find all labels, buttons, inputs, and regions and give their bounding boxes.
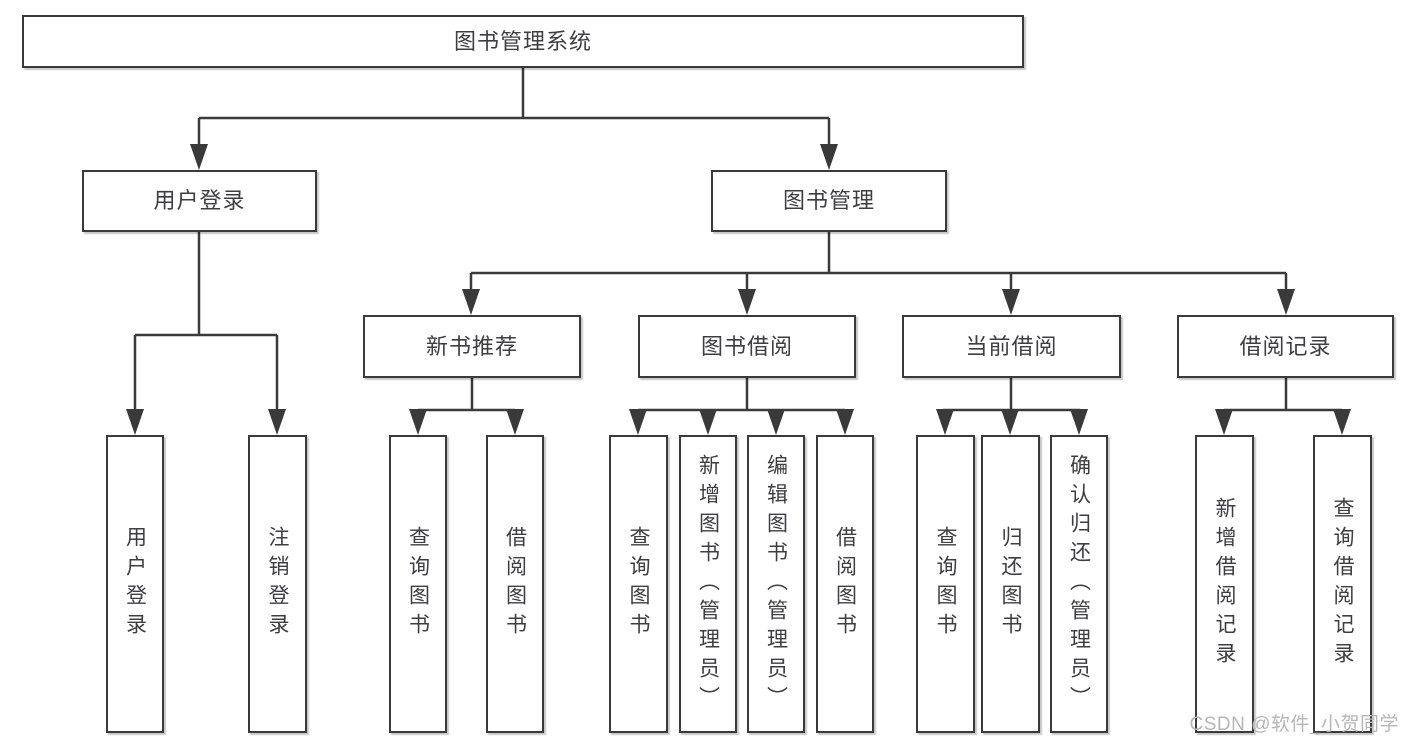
node-label: 查询图书 xyxy=(406,526,430,642)
arrowhead-icon xyxy=(767,409,785,435)
arrowhead-icon xyxy=(1277,289,1295,315)
node-label: 查询借阅记录 xyxy=(1331,497,1354,671)
arrowhead-icons xyxy=(126,144,1351,435)
arrowhead-icon xyxy=(820,144,838,170)
node-label: 图书管理系统 xyxy=(453,28,592,54)
leaf-bb-query-books: 查询图书 xyxy=(609,435,668,733)
leaf-nbr-query-books: 查询图书 xyxy=(389,435,447,733)
leaf-user-login: 用户登录 xyxy=(106,435,164,733)
node-label: 当前借阅 xyxy=(965,333,1058,359)
leaf-nbr-borrow-books: 借阅图书 xyxy=(486,435,544,733)
connector-book-borrow-branch xyxy=(638,378,845,412)
arrowhead-icon xyxy=(699,409,717,435)
arrowhead-icon xyxy=(1333,409,1351,435)
node-label: 用户登录 xyxy=(123,526,147,642)
arrowhead-icon xyxy=(738,289,756,315)
arrowhead-icon xyxy=(1070,409,1088,435)
leaf-bb-borrow-books: 借阅图书 xyxy=(816,435,874,733)
leaf-bb-edit-books-admin: 编辑图书（管理员） xyxy=(747,435,805,733)
leaf-br-query-record: 查询借阅记录 xyxy=(1313,435,1372,733)
leaf-cb-return-books: 归还图书 xyxy=(981,435,1040,733)
node-label: 借阅图书 xyxy=(833,526,857,642)
leaf-br-add-record: 新增借阅记录 xyxy=(1195,435,1254,733)
node-label: 新书推荐 xyxy=(425,333,518,359)
arrowhead-icon xyxy=(1001,409,1019,435)
connector-borrow-records-branch xyxy=(1224,378,1342,412)
arrowhead-icon xyxy=(506,409,524,435)
arrowhead-icon xyxy=(1215,409,1233,435)
arrowhead-icon xyxy=(190,144,208,170)
connector-user-login-branch xyxy=(133,232,279,411)
connector-new-book-branch xyxy=(418,378,515,412)
arrowhead-icon xyxy=(629,409,647,435)
node-book-management: 图书管理 xyxy=(711,170,947,232)
node-current-borrowing: 当前借阅 xyxy=(902,315,1121,378)
connector-current-borrow-branch xyxy=(943,378,1080,412)
arrowhead-icon xyxy=(462,289,480,315)
arrowhead-icon xyxy=(836,409,854,435)
arrowhead-icon xyxy=(936,409,954,435)
node-label: 图书借阅 xyxy=(700,333,793,359)
node-label: 编辑图书（管理员） xyxy=(764,453,788,715)
node-label: 借阅记录 xyxy=(1239,333,1332,359)
node-label: 查询图书 xyxy=(934,526,957,642)
node-label: 新增图书（管理员） xyxy=(696,453,720,715)
arrowhead-icon xyxy=(409,409,427,435)
node-label: 新增借阅记录 xyxy=(1213,497,1236,671)
node-label: 确认归还（管理员） xyxy=(1067,453,1091,715)
connector-book-management-branch xyxy=(469,232,1288,290)
node-label: 图书管理 xyxy=(782,188,875,213)
node-label: 借阅图书 xyxy=(503,526,527,642)
node-label: 查询图书 xyxy=(627,526,650,642)
node-borrowing-records: 借阅记录 xyxy=(1177,315,1394,378)
leaf-cb-query-books: 查询图书 xyxy=(916,435,975,733)
node-label: 注销登录 xyxy=(266,526,289,642)
node-label: 用户登录 xyxy=(153,188,246,213)
node-library-system: 图书管理系统 xyxy=(22,15,1024,68)
node-user-login: 用户登录 xyxy=(82,170,317,232)
leaf-cb-confirm-return-admin: 确认归还（管理员） xyxy=(1050,435,1108,733)
arrowhead-icon xyxy=(126,409,144,435)
connector-root-to-level2 xyxy=(197,68,831,144)
node-book-borrowing: 图书借阅 xyxy=(638,315,856,378)
csdn-watermark: CSDN @软件_小贺同学 xyxy=(1189,714,1399,735)
arrowhead-icon xyxy=(268,409,286,435)
node-label: 归还图书 xyxy=(999,526,1022,642)
arrowhead-icon xyxy=(1002,289,1020,315)
leaf-logout: 注销登录 xyxy=(248,435,307,733)
node-new-book-recommend: 新书推荐 xyxy=(363,315,581,378)
leaf-bb-add-books-admin: 新增图书（管理员） xyxy=(679,435,737,733)
